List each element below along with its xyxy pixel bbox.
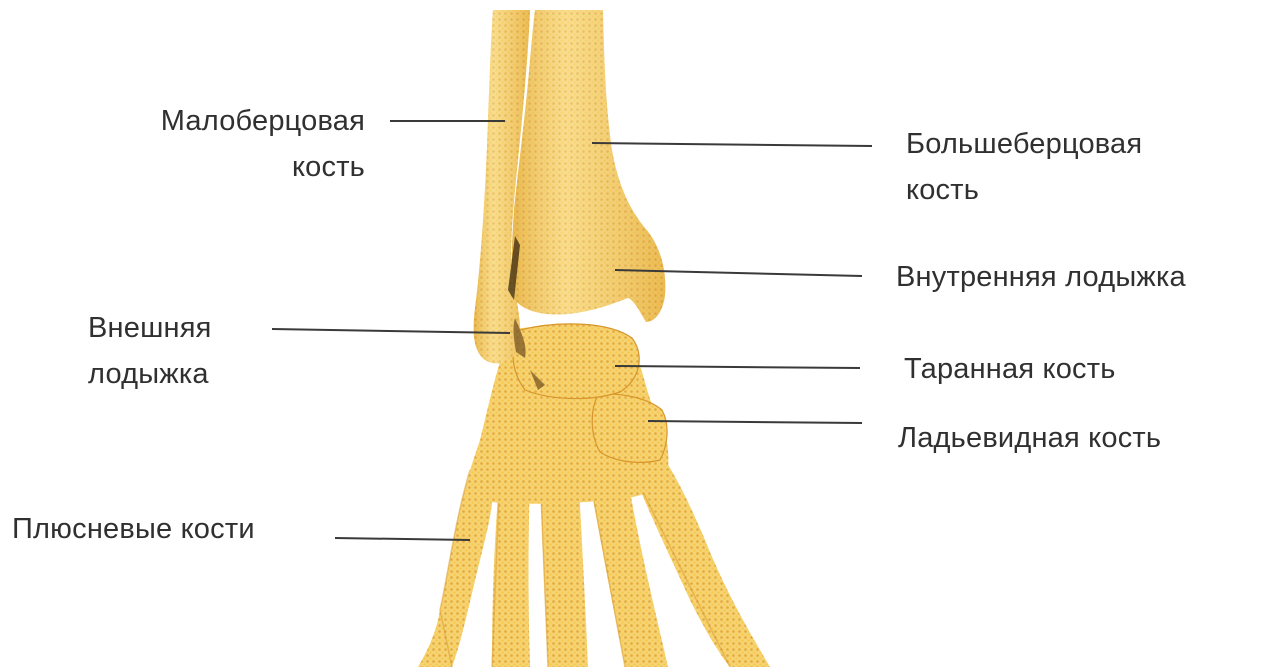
label-navicular: Ладьевидная кость <box>898 415 1161 461</box>
talus-bone <box>513 324 639 399</box>
label-metatarsals-text: Плюсневые кости <box>12 506 255 552</box>
navicular-bone <box>592 394 667 462</box>
label-medial-malleolus-text: Внутренняя лодыжка <box>896 254 1186 300</box>
label-metatarsals: Плюсневые кости <box>12 506 255 552</box>
leader-tibia <box>592 143 872 146</box>
label-tibia-line2: кость <box>906 167 1142 213</box>
label-lateral-malleolus-line1: Внешняя <box>88 305 212 351</box>
leader-navicular <box>648 421 862 423</box>
label-lateral-malleolus-line2: лодыжка <box>88 351 212 397</box>
label-tibia-line1: Большеберцовая <box>906 121 1142 167</box>
label-tibia: Большеберцовая кость <box>906 121 1142 213</box>
label-fibula: Малоберцовая кость <box>95 98 365 190</box>
label-navicular-text: Ладьевидная кость <box>898 415 1161 461</box>
label-fibula-line2: кость <box>95 144 365 190</box>
label-lateral-malleolus: Внешняя лодыжка <box>88 305 212 397</box>
label-talus: Таранная кость <box>904 346 1116 392</box>
label-medial-malleolus: Внутренняя лодыжка <box>896 254 1186 300</box>
label-fibula-line1: Малоберцовая <box>95 98 365 144</box>
leader-metatarsals <box>335 538 470 540</box>
label-talus-text: Таранная кость <box>904 346 1116 392</box>
leader-talus <box>615 366 860 368</box>
bone-illustration <box>418 10 770 667</box>
